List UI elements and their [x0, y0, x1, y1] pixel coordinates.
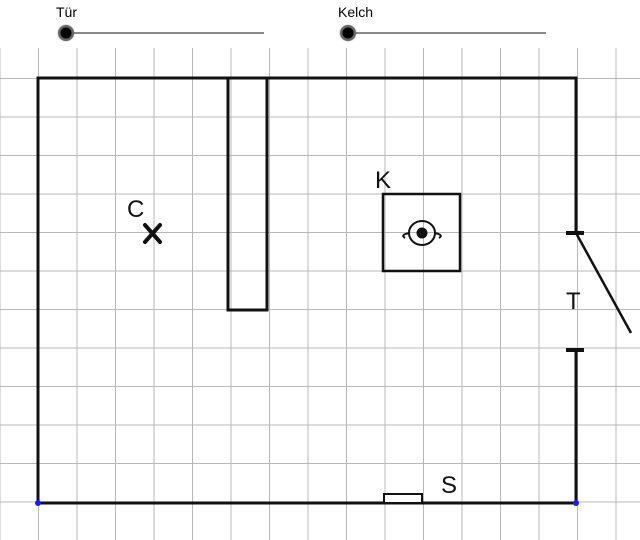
pillar — [226, 76, 269, 312]
chalice-icon[interactable] — [402, 220, 442, 246]
label-s: S — [441, 472, 457, 499]
chalice-box — [381, 192, 462, 273]
slider-kelch-knob[interactable] — [340, 25, 356, 41]
floor-plan-canvas: C K T S — [0, 48, 640, 540]
door-leaf[interactable] — [574, 232, 633, 334]
slider-kelch[interactable]: Kelch — [338, 4, 552, 44]
corner-point-bottom-left[interactable] — [35, 500, 41, 506]
label-t: T — [566, 288, 581, 315]
room-walls — [36, 76, 578, 505]
slider-kelch-track[interactable] — [348, 32, 546, 34]
grid-paper — [0, 48, 640, 540]
x-mark-c — [143, 223, 162, 244]
slider-tuer-track[interactable] — [66, 32, 264, 34]
corner-point-bottom-right[interactable] — [573, 500, 579, 506]
slider-tuer[interactable]: Tür — [56, 4, 270, 44]
slider-tuer-label: Tür — [56, 4, 77, 20]
slider-tuer-knob[interactable] — [58, 25, 74, 41]
label-c: C — [127, 196, 144, 223]
s-marker — [383, 493, 423, 504]
label-k: K — [375, 167, 391, 194]
slider-kelch-label: Kelch — [338, 4, 374, 20]
